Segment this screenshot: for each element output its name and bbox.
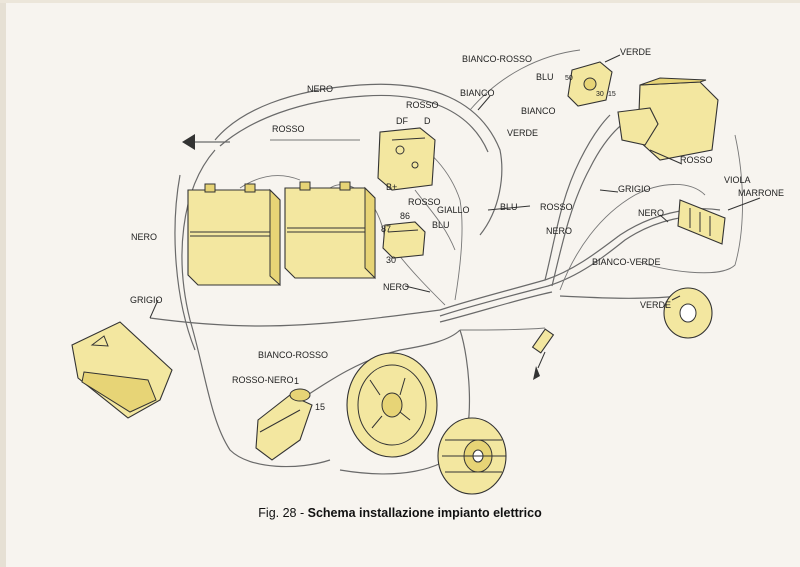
right-loop-wire: [639, 134, 743, 274]
label-df: DF: [396, 116, 408, 126]
horn-wire: [559, 295, 681, 299]
headlight-wire: [544, 114, 611, 281]
label-terminal-87: 87: [381, 224, 391, 234]
label-nero-left: NERO: [131, 232, 157, 242]
label-rosso-mid: ROSSO: [408, 197, 441, 207]
left-loop-wire: [181, 149, 331, 468]
ground-symbol: [182, 134, 195, 150]
nero-left-wire: [174, 174, 196, 351]
flywheel: [437, 417, 507, 495]
label-terminal-30-switch: 30: [596, 91, 604, 98]
tail-light: [71, 321, 173, 419]
nero-top-wire: [214, 83, 503, 236]
label-nero-center: NERO: [546, 226, 572, 236]
spark-plug: [531, 328, 555, 380]
label-terminal-50: 50: [565, 75, 573, 82]
main-harness-wire-3: [439, 291, 553, 323]
label-b-plus: B+: [386, 182, 397, 192]
label-nero-top: NERO: [307, 84, 333, 94]
ignition-coil: [255, 388, 313, 461]
terminal-block: [677, 199, 726, 245]
page-edge-left: [0, 0, 6, 567]
stator-plate: [346, 352, 438, 458]
label-terminal-86: 86: [400, 211, 410, 221]
label-d: D: [424, 116, 431, 126]
label-bianco-rosso-top: BIANCO-ROSSO: [462, 54, 532, 64]
relay-wire: [394, 249, 446, 306]
label-giallo: GIALLO: [437, 205, 470, 215]
figure-title: Schema installazione impianto elettrico: [307, 506, 542, 520]
label-nero-right: NERO: [638, 208, 664, 218]
grigio-wire: [149, 309, 441, 327]
page-edge-top: [0, 0, 800, 3]
headlight: [637, 77, 719, 161]
nero-top-wire-2: [219, 94, 489, 153]
label-bianco-rosso-coil: BIANCO-ROSSO: [258, 350, 328, 360]
light-switch: [617, 107, 659, 146]
label-terminal-30: 30: [386, 255, 396, 265]
label-blu-mid: BLU: [432, 220, 450, 230]
label-rosso-nero: ROSSO-NERO: [232, 375, 294, 385]
label-viola: VIOLA: [724, 175, 751, 185]
label-bianco-verde: BIANCO-VERDE: [592, 257, 661, 267]
label-rosso-right: ROSSO: [680, 155, 713, 165]
horn: [663, 287, 713, 339]
label-nero-mid: NERO: [383, 282, 409, 292]
spark-plug-wire: [459, 327, 546, 331]
battery-left: [187, 183, 281, 287]
relay: [382, 221, 426, 259]
main-harness-wire-2: [439, 215, 726, 317]
label-rosso-center: ROSSO: [540, 202, 573, 212]
label-verde-mid: VERDE: [507, 128, 538, 138]
label-blu-right: BLU: [500, 202, 518, 212]
label-leaders: [149, 54, 761, 319]
headlight-wire-2: [551, 121, 626, 287]
label-terminal-15: 15: [315, 402, 325, 412]
label-terminal-1: 1: [294, 376, 299, 386]
main-harness-wire: [439, 208, 721, 311]
label-grigio-left: GRIGIO: [130, 295, 163, 305]
label-rosso-left: ROSSO: [272, 124, 305, 134]
figure-caption: Fig. 28 - Schema installazione impianto …: [0, 506, 800, 520]
ignition-switch: [567, 61, 613, 107]
figure-number: Fig. 28 -: [258, 506, 305, 520]
tail-wire: [559, 184, 706, 291]
label-verde-horn: VERDE: [640, 300, 671, 310]
regulator-wire-2: [414, 189, 456, 251]
label-blu-top: BLU: [536, 72, 554, 82]
label-bianco-top: BIANCO: [460, 88, 495, 98]
label-verde-top: VERDE: [620, 47, 651, 57]
label-terminal-15-switch: 15: [608, 91, 616, 98]
stator-wire: [299, 329, 461, 401]
voltage-regulator: [377, 127, 436, 191]
label-marrone: MARRONE: [738, 188, 784, 198]
battery-right: [284, 181, 376, 280]
label-bianco-right: BIANCO: [521, 106, 556, 116]
bianco-rosso-wire: [469, 49, 581, 111]
label-rosso-regulator: ROSSO: [406, 100, 439, 110]
label-grigio-right: GRIGIO: [618, 184, 651, 194]
